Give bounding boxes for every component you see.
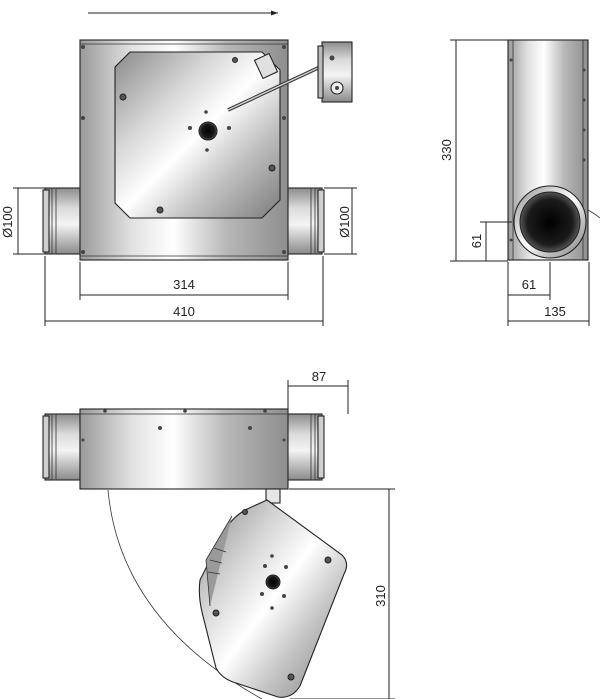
dim-spigot-height: 61 bbox=[469, 221, 512, 261]
front-left-spigot bbox=[42, 187, 81, 255]
top-lid-hole bbox=[265, 574, 281, 590]
front-view: Ø100 Ø100 314 410 bbox=[0, 10, 357, 326]
dim-spigot-offset: 61 bbox=[507, 262, 551, 326]
dim-outlet-diameter-label: Ø100 bbox=[337, 206, 352, 238]
dim-overall-width: 410 bbox=[44, 256, 324, 326]
front-lid-hole bbox=[198, 121, 218, 141]
top-view: 87 310 bbox=[42, 369, 395, 699]
front-junction-box bbox=[317, 41, 353, 103]
top-left-spigot bbox=[42, 413, 81, 481]
dim-overall-width-label: 410 bbox=[173, 304, 195, 319]
lid-hinge bbox=[265, 488, 281, 504]
dim-spigot-offset-label: 61 bbox=[522, 277, 536, 292]
top-right-spigot bbox=[286, 413, 325, 481]
dim-outlet-diameter: Ø100 bbox=[324, 187, 357, 255]
dim-height: 330 bbox=[439, 39, 508, 262]
dim-spigot-height-label: 61 bbox=[469, 234, 484, 248]
dim-inlet-diameter: Ø100 bbox=[0, 187, 45, 255]
front-clamp bbox=[253, 52, 279, 80]
dim-height-label: 330 bbox=[439, 139, 454, 161]
dim-body-width-label: 314 bbox=[173, 277, 195, 292]
front-right-spigot bbox=[286, 187, 325, 255]
dim-lid-length-label: 310 bbox=[373, 585, 388, 607]
dim-lid-hinge-offset-label: 87 bbox=[312, 369, 326, 384]
dim-depth: 135 bbox=[508, 262, 590, 326]
front-lid-panel bbox=[114, 51, 281, 219]
dim-inlet-diameter-label: Ø100 bbox=[0, 206, 15, 238]
dim-depth-label: 135 bbox=[544, 304, 566, 319]
dim-body-width: 314 bbox=[79, 262, 289, 300]
dim-lid-hinge-offset: 87 bbox=[287, 369, 349, 414]
side-view: 330 61 61 135 bbox=[439, 39, 600, 326]
dim-lid-length: 310 bbox=[289, 488, 395, 699]
top-lid-panel bbox=[198, 499, 348, 698]
top-box-body bbox=[79, 408, 289, 490]
